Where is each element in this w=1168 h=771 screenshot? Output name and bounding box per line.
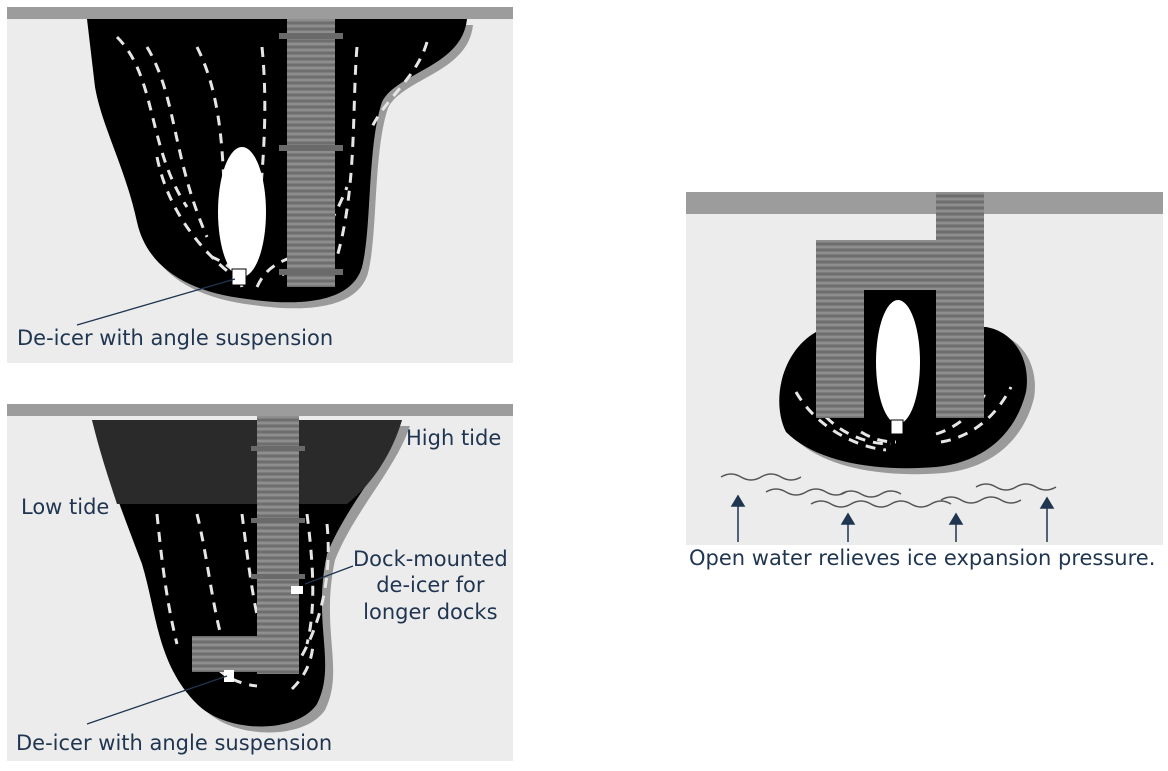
high-tide-label: High tide [406,426,502,450]
panel-u-dock [686,192,1163,545]
dock-posts [251,446,305,579]
open-water-area [87,19,467,303]
dock-mounted-label-line-3: longer docks [363,599,498,624]
dock-mounted-deicer [291,586,303,594]
dock-mounted-label-line-1: Dock-mounted [353,547,508,571]
dock [257,416,299,674]
deicer-unit [890,419,904,435]
dock-platform [192,636,299,672]
boat [876,300,920,424]
deicer-label: De-icer with angle suspension [17,326,334,350]
boat [218,147,266,277]
deicer-unit [231,268,247,286]
dock-cross [816,240,936,290]
shoreline [686,192,1163,214]
tidal-dock-illustration [7,404,513,733]
deicer-callout-line [76,278,236,326]
single-dock-illustration [7,7,513,326]
dock [287,19,335,287]
shoreline [7,404,513,416]
deicer-label: De-icer with angle suspension [16,731,333,755]
pressure-arrows [730,494,1055,542]
deicer-unit [224,670,234,682]
dock-right-arm [936,192,984,418]
panel-single-dock [7,7,513,363]
open-water-waves [720,473,1057,508]
low-tide-label: Low tide [21,495,110,519]
panel-tidal-dock [7,404,513,761]
caption-label: Open water relieves ice expansion pressu… [689,546,1156,570]
dock-deicer-callout-line [304,565,354,585]
deicer-callout-line [86,675,228,725]
shoreline [7,7,513,19]
tidal-zone [92,420,402,504]
dock-mounted-deicer-label: Dock-mounted de-icer for longer docks [353,546,508,625]
dock-posts [279,33,343,275]
u-dock-illustration [686,192,1163,542]
dock-mounted-label-line-2: de-icer for [376,573,485,598]
